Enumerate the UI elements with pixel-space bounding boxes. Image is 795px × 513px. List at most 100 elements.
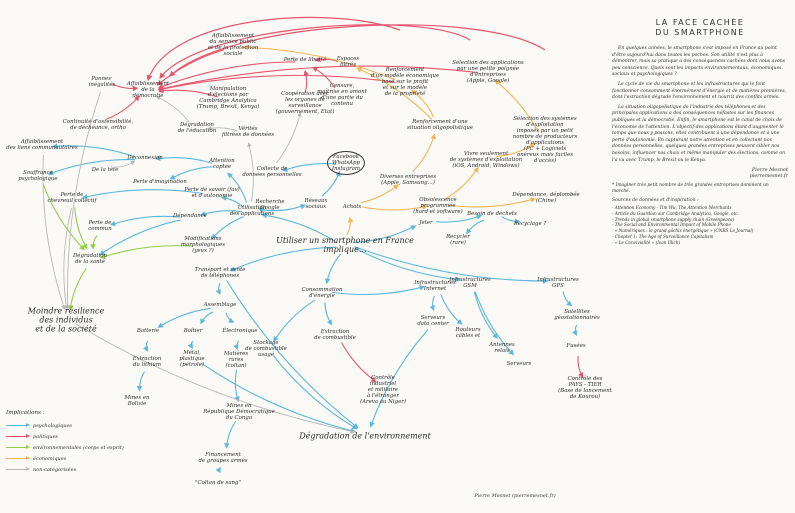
diagram-node: Assemblage bbox=[203, 302, 237, 308]
diagram-node: Mines en Bolivie bbox=[124, 395, 150, 407]
legend: Implications : psychologiques politiques… bbox=[6, 410, 126, 475]
connector-economic bbox=[360, 184, 399, 204]
diagram-node: Affaiblissement de la démocratie bbox=[126, 81, 170, 99]
connector-psychological bbox=[234, 369, 240, 403]
diagram-node: Espaces filtrés bbox=[336, 56, 360, 68]
connector-psychological bbox=[229, 246, 336, 272]
diagram-node: Modifications morphologiques (yeux ?) bbox=[180, 236, 226, 254]
diagram-node: Diverses entreprises (Apple, Samsung...) bbox=[379, 174, 437, 186]
diagram-node: Routeurs câbles et bbox=[455, 327, 481, 339]
footer-signature: Pierre Mesnet (pierremesnet.fr) bbox=[474, 493, 556, 499]
diagram-node: Électronique bbox=[222, 328, 258, 334]
connector-psychological bbox=[273, 355, 358, 430]
diagram-node: Transport et vente de téléphones bbox=[194, 267, 246, 279]
diagram-node: Obsolescence programmée (hard et softwar… bbox=[413, 197, 463, 215]
diagram-node: Jeter bbox=[419, 220, 433, 226]
diagram-node: Continuité d'ostensibilité, de déchéance… bbox=[62, 119, 134, 131]
diagram-node: Dégradation de la santé bbox=[72, 253, 108, 265]
connector-psychological bbox=[473, 291, 498, 339]
diagram-node: Achats bbox=[342, 204, 362, 210]
connector-political bbox=[157, 74, 396, 92]
diagram-node: De la tête bbox=[91, 167, 119, 173]
diagram-node: Manipulation d'élections par Cambridge A… bbox=[196, 86, 260, 110]
diagram-node: Fusées bbox=[566, 343, 586, 349]
connector-psychological bbox=[435, 214, 483, 223]
source-item: - Trends in global smartphone supply cha… bbox=[612, 216, 735, 222]
diagram-node: Matières rares (coltan) bbox=[223, 351, 249, 369]
connector-psychological bbox=[47, 159, 136, 176]
connector-psychological bbox=[354, 225, 417, 243]
legend-item: environnementales (corps et esprit) bbox=[6, 442, 126, 453]
legend-label: psychologiques bbox=[33, 422, 72, 429]
legend-arrow-icon bbox=[6, 444, 30, 449]
legend-arrow-icon bbox=[6, 433, 30, 438]
article-paragraph: En quelques années, le smartphone s'est … bbox=[612, 46, 786, 78]
diagram-node: Renforcement d'un modèle économique basé… bbox=[370, 67, 440, 97]
legend-arrow-icon bbox=[6, 455, 30, 460]
diagram-node: Infrastructures GSM bbox=[449, 277, 491, 289]
connector-political bbox=[157, 61, 296, 89]
connector-political bbox=[341, 342, 377, 383]
connector-psychological bbox=[200, 311, 214, 325]
diagram-node: Perte de savoir (fav) et d'autonomie bbox=[184, 187, 240, 199]
connector-psychological bbox=[215, 467, 222, 474]
connector-psychological bbox=[226, 280, 359, 429]
diagram-node: Stockage de combustible usagé bbox=[245, 340, 287, 358]
connector-psychological bbox=[169, 166, 213, 180]
connector-psychological bbox=[261, 204, 307, 212]
connector-psychological bbox=[331, 285, 426, 296]
diagram-node: Dégradation de l'éducation bbox=[177, 122, 217, 134]
connector-psychological bbox=[466, 219, 485, 235]
diagram-node: Infrastructures Internet bbox=[414, 280, 456, 292]
diagram-node: Recherche Google bbox=[255, 199, 285, 211]
article-panel: LA FACE CACHÉE DU SMARTPHONE En quelques… bbox=[612, 18, 788, 498]
connector-economic bbox=[361, 204, 429, 211]
article-site: pierremesnet.fr bbox=[749, 174, 788, 180]
connector-psychological bbox=[354, 247, 461, 283]
diagram-node: Déconnexion bbox=[127, 155, 163, 161]
connector-political bbox=[157, 87, 219, 98]
connector-psychological bbox=[562, 291, 573, 307]
connector-economic bbox=[494, 79, 540, 133]
source-item: - Attention Economy - Tim Wu, The Attent… bbox=[612, 205, 732, 211]
legend-item: non-catégorisées bbox=[6, 464, 126, 475]
diagram-node: Batterie bbox=[136, 328, 160, 334]
connector-political bbox=[303, 69, 309, 94]
connector-political bbox=[577, 355, 584, 379]
diagram-node: Financement de groupes armés bbox=[198, 452, 248, 464]
diagram-node: Recycler (rare) bbox=[446, 234, 470, 246]
connector-economic bbox=[495, 142, 536, 158]
connector-uncategorized bbox=[247, 142, 254, 202]
diagram-node: Serveurs data center bbox=[417, 315, 449, 327]
connector-psychological bbox=[474, 291, 515, 356]
connector-psychological bbox=[200, 362, 357, 434]
connector-economic bbox=[412, 133, 436, 172]
diagram-node: Perte d'imagination bbox=[133, 179, 187, 185]
diagram-node: Facebook WhatsApp Instagram bbox=[326, 151, 366, 175]
connector-psychological bbox=[258, 207, 265, 214]
connector-political bbox=[314, 56, 339, 63]
connector-psychological bbox=[233, 340, 240, 351]
diagram-node: Vérités filtrées de données bbox=[221, 126, 275, 138]
diagram-node: Vivre seulement de systèmes d'exploitati… bbox=[449, 151, 523, 169]
connector-uncategorized bbox=[155, 96, 190, 123]
connector-psychological bbox=[321, 170, 341, 197]
legend-arrow-icon bbox=[6, 422, 30, 427]
diagram-node: Boîtier bbox=[183, 328, 203, 334]
connector-economic bbox=[356, 67, 433, 120]
connector-psychological bbox=[261, 212, 336, 243]
diagram-node: Perte de liberté bbox=[283, 57, 327, 63]
connector-psychological bbox=[199, 210, 243, 217]
source-item: - « Numériques : le grand gâchis énergét… bbox=[612, 228, 754, 234]
source-item: - « Le Convivialité » (Ivan Illich) bbox=[612, 239, 681, 245]
diagram-node: Coopération avec les organes de surveill… bbox=[275, 91, 335, 115]
diagram-node: Renforcement d'une situation oligopolist… bbox=[407, 119, 473, 131]
connector-psychological bbox=[81, 189, 203, 200]
connector-economic bbox=[242, 44, 396, 81]
diagram-node: Utilisation des applications bbox=[229, 205, 275, 217]
connector-economic bbox=[346, 216, 354, 236]
diagram-node: Perte de commun bbox=[88, 220, 112, 232]
connector-economic bbox=[444, 166, 479, 200]
diagram-node: Dépendance bbox=[173, 213, 207, 219]
